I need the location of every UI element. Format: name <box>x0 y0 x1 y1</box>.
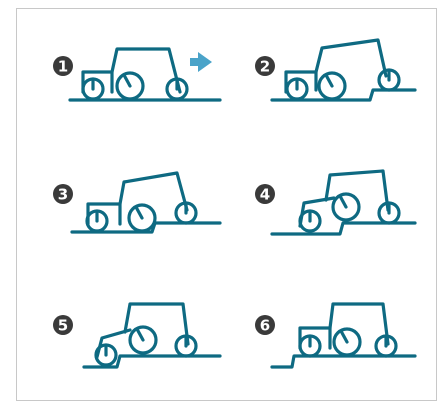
step-number-label: 1 <box>58 58 68 76</box>
step-number-label: 4 <box>260 186 270 204</box>
step-number-label: 3 <box>58 186 68 204</box>
six-wheel-vehicle-icon <box>272 171 415 234</box>
six-wheel-vehicle-icon <box>272 304 415 367</box>
right-arrow-icon <box>190 52 212 72</box>
step-number-label: 2 <box>260 58 270 76</box>
step-1: 1 <box>53 49 220 100</box>
six-wheel-vehicle-icon <box>70 49 220 100</box>
six-wheel-vehicle-icon <box>84 304 220 367</box>
step-2: 2 <box>255 40 415 100</box>
step-3: 3 <box>53 173 220 232</box>
step-number-badge: 3 <box>53 184 73 204</box>
step-6: 6 <box>255 304 415 367</box>
step-number-badge: 6 <box>255 315 275 335</box>
step-number-badge: 1 <box>53 56 73 76</box>
six-wheel-vehicle-icon <box>72 173 220 232</box>
step-number-badge: 4 <box>255 184 275 204</box>
step-4: 4 <box>255 171 415 234</box>
step-5: 5 <box>53 304 220 367</box>
diagram-border <box>17 9 437 401</box>
step-number-label: 5 <box>58 317 68 335</box>
step-number-badge: 5 <box>53 315 73 335</box>
step-number-badge: 2 <box>255 56 275 76</box>
six-wheel-vehicle-icon <box>272 40 415 100</box>
step-number-label: 6 <box>260 317 270 335</box>
